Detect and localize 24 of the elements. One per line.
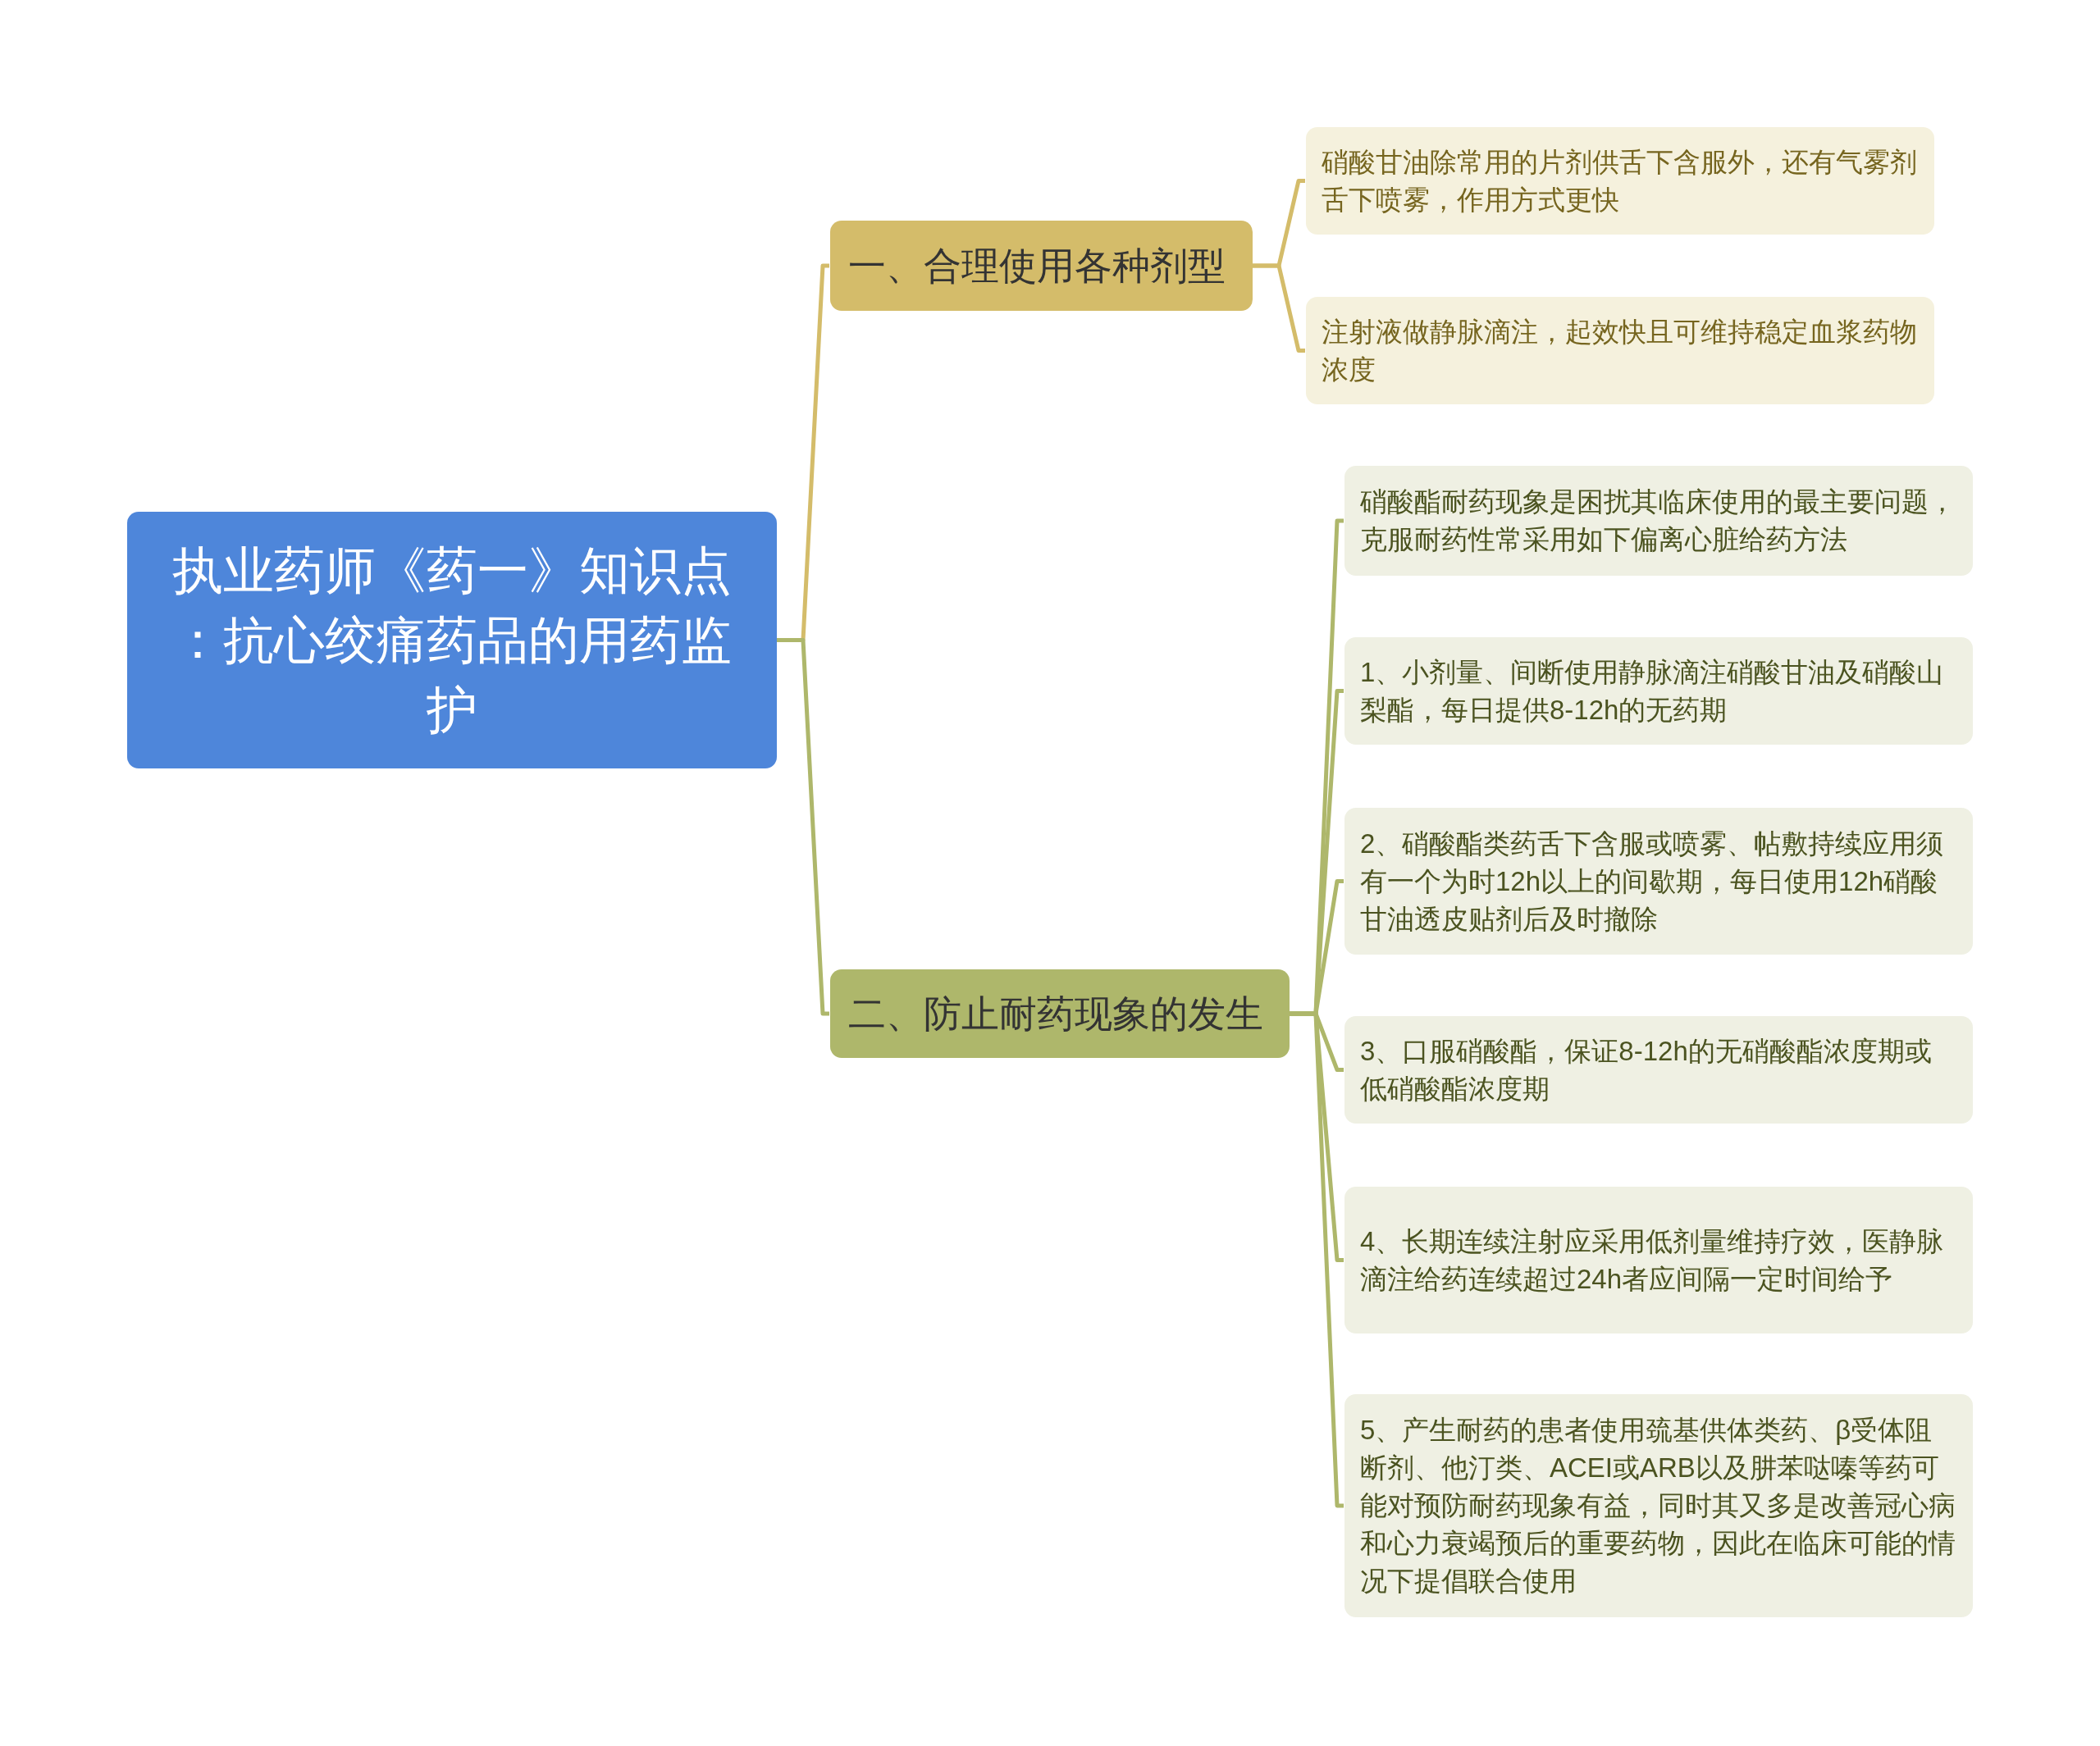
leaf-topic [1344,637,1973,745]
connector-line [777,638,829,1016]
leaf-text: 硝酸酯耐药现象是困扰其临床使用的最主要问题，克服耐药性常采用如下偏离心脏给药方法 [1360,486,1956,556]
branch-topic [830,221,1253,311]
leaf-text: 注射液做静脉滴注，起效快且可维持稳定血浆药物浓度 [1322,315,1918,386]
leaf-topic [1344,808,1973,955]
leaf-topic [1344,1394,1973,1617]
leaf-topic [1306,127,1934,235]
branch-label: 一、合理使用各种剂型 [848,244,1226,289]
branch-label: 二、防止耐药现象的发生 [848,992,1264,1037]
branch-topic [830,969,1290,1058]
leaf-text: 3、口服硝酸酯，保证8-12h的无硝酸酯浓度期或低硝酸酯浓度期 [1360,1034,1933,1105]
leaf-text: 1、小剂量、间断使用静脉滴注硝酸甘油及硝酸山梨酯，每日提供8-12h的无药期 [1360,655,1945,727]
leaf-topic [1344,1016,1973,1124]
leaf-text: 2、硝酸酯类药舌下含服或喷雾、帖敷持续应用须有一个为时12h以上的间歇期，每日使用12h硝酸甘油透皮贴剂后及时撤除 [1360,827,1945,936]
leaf-topic [1306,297,1934,404]
connector-line [1253,263,1305,353]
leaf-text: 硝酸甘油除常用的片剂供舌下含服外，还有气雾剂舌下喷雾，作用方式更快 [1322,145,1918,217]
leaf-text: 5、产生耐药的患者使用巯基供体类药、β受体阻断剂、他汀类、ACEI或ARB以及肼苯哒嗪等药可能对预防耐药现象有益，同时其又多是改善冠心病和心力衰竭预后的重要药物，因此在临床可能的情况下提倡联合使用 [1360,1414,1956,1598]
leaf-topic [1344,1187,1973,1333]
topic-title: 执业药师《药一》知识点：抗心绞痛药品的用药监护 [171,541,733,740]
leaf-topic [1344,466,1973,576]
leaf-text: 4、长期连续注射应采用低剂量维持疗效，医静脉滴注给药连续超过24h者应间隔一定时间给予 [1360,1224,1945,1296]
root-topic [127,512,777,768]
